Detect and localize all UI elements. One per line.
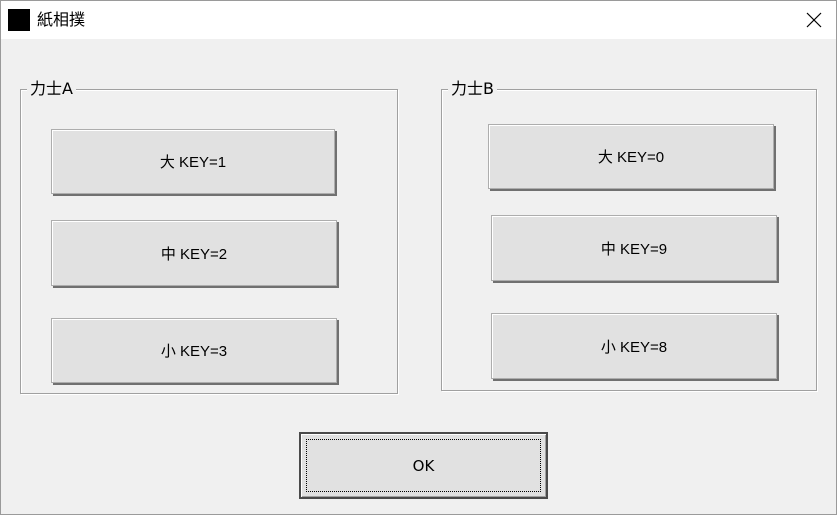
app-icon	[8, 9, 30, 31]
group-wrestler-b: 力士B	[441, 79, 817, 391]
wrestler-a-medium-button[interactable]: 中 KEY=2	[51, 220, 337, 286]
group-wrestler-b-label: 力士B	[448, 79, 497, 99]
ok-button[interactable]: OK	[299, 432, 548, 499]
wrestler-b-small-button[interactable]: 小 KEY=8	[491, 313, 777, 379]
focus-rectangle	[306, 439, 541, 492]
title-bar[interactable]: 紙相撲	[1, 1, 836, 39]
close-button[interactable]	[791, 1, 836, 39]
wrestler-a-small-button[interactable]: 小 KEY=3	[51, 318, 337, 383]
ok-button-label: OK	[412, 456, 435, 475]
wrestler-b-medium-button[interactable]: 中 KEY=9	[491, 215, 777, 281]
group-wrestler-a-label: 力士A	[27, 79, 76, 99]
wrestler-b-large-button[interactable]: 大 KEY=0	[488, 124, 774, 189]
group-wrestler-a: 力士A	[20, 79, 398, 394]
window-title: 紙相撲	[37, 10, 86, 29]
wrestler-a-large-button[interactable]: 大 KEY=1	[51, 129, 335, 194]
close-icon	[806, 12, 822, 28]
